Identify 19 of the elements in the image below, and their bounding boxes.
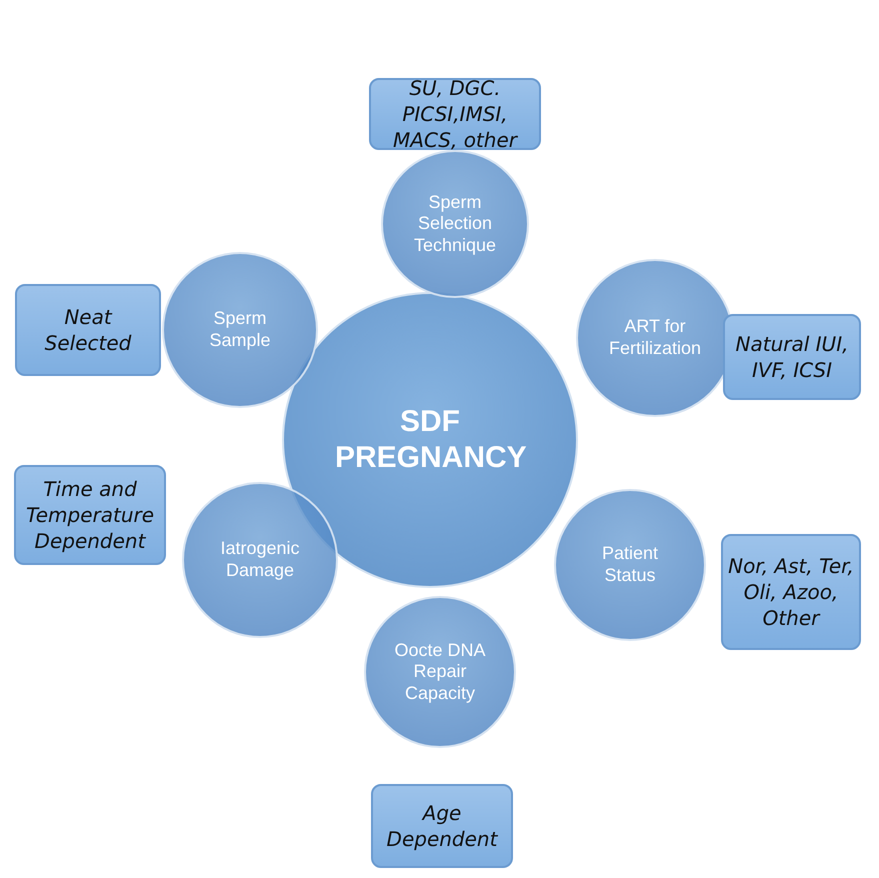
factor-label: Oocte DNA Repair Capacity bbox=[393, 640, 487, 704]
detail-box bbox=[15, 284, 161, 376]
detail-box bbox=[721, 534, 861, 650]
detail-box bbox=[371, 784, 513, 868]
hub-title: SDF PREGNANCY bbox=[335, 404, 525, 476]
factor-label: Iatrogenic Damage bbox=[219, 538, 301, 582]
detail-text: SU, DGC. PICSI,IMSI, MACS, other bbox=[392, 75, 519, 153]
detail-box bbox=[723, 314, 861, 400]
factor-label: Patient Status bbox=[600, 543, 660, 587]
detail-text: Neat Selected bbox=[44, 304, 132, 356]
factor-label: Sperm Selection Technique bbox=[412, 192, 498, 256]
factor-label: ART for Fertilization bbox=[608, 316, 702, 360]
detail-text: Time and Temperature Dependent bbox=[24, 476, 156, 554]
detail-text: Nor, Ast, Ter, Oli, Azoo, Other bbox=[727, 553, 855, 631]
factor-label: Sperm Sample bbox=[208, 308, 272, 352]
detail-text: Age Dependent bbox=[386, 800, 499, 852]
detail-box bbox=[14, 465, 166, 565]
detail-box bbox=[369, 78, 541, 150]
detail-text: Natural IUI, IVF, ICSI bbox=[734, 331, 850, 383]
